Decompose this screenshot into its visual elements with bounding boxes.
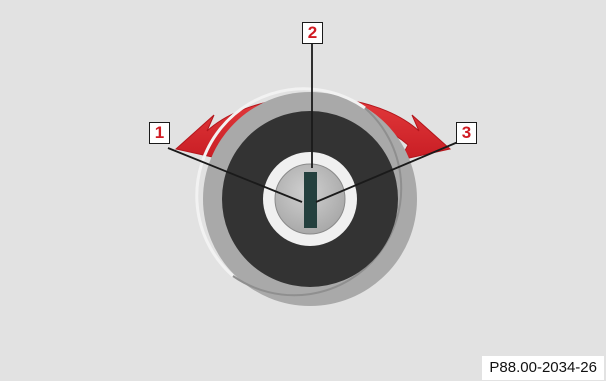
leader-line-3: [315, 141, 459, 203]
bezel-highlight: [195, 87, 366, 278]
leader-line-1: [167, 147, 303, 203]
key-slot: [304, 172, 317, 228]
callout-2: 2: [302, 22, 323, 44]
callout-3: 3: [456, 122, 477, 144]
callout-1: 1: [149, 122, 170, 144]
figure-code: P88.00-2034-26: [482, 356, 604, 380]
